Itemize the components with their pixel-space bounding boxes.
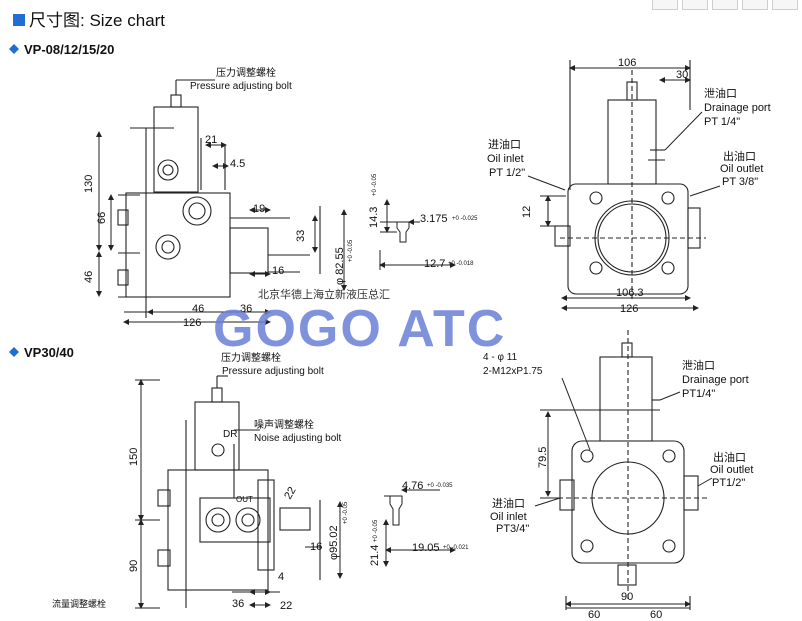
dim-46-bottom: 46 (192, 303, 204, 315)
dim-16: 16 (272, 265, 284, 277)
side-view-top (117, 79, 321, 323)
side-top-dim-arrows (96, 131, 347, 325)
dim-19: 19 (253, 203, 265, 215)
dim-90-side: 90 (128, 560, 140, 572)
dim-21: 21 (205, 134, 217, 146)
drain-cn-bottom: 泄油口 (682, 358, 715, 372)
noise-bolt-cn: 噪声调整螺栓 (254, 418, 314, 431)
out-label: OUT (236, 495, 253, 504)
outlet-en-top: Oil outlet (720, 163, 763, 175)
dim-60-left: 60 (588, 609, 600, 621)
dim-79-5: 79.5 (537, 447, 549, 468)
dim-60-right: 60 (650, 609, 662, 621)
key-dim-12-7: 12.7 (424, 258, 445, 270)
diamond-bullet-icon-2 (9, 347, 19, 357)
diamond-bullet-icon (9, 44, 19, 54)
key-dim-4-76: 4.76 (402, 480, 423, 492)
dim-22-bottom: 22 (280, 600, 292, 612)
thread-label: 2-M12xP1.75 (483, 366, 543, 377)
dim-36-bottom: 36 (232, 598, 244, 610)
drain-pt-bottom: PT1/4" (682, 388, 715, 400)
key-dim-12-7-tol: +0 -0.018 (448, 261, 474, 267)
dim-36: 36 (240, 303, 252, 315)
toolbar-button-5[interactable] (772, 0, 798, 10)
noise-bolt-en: Noise adjusting bolt (254, 433, 341, 444)
adjust-bolt-top (170, 94, 182, 108)
dim-30: 30 (676, 69, 688, 81)
dim-106: 106 (618, 57, 636, 69)
key-detail-top (379, 199, 456, 270)
toolbar-button-4[interactable] (742, 0, 768, 10)
dim-46: 46 (83, 271, 95, 283)
watermark-text: GOGO ATC (213, 300, 506, 358)
inlet-en-bottom: Oil inlet (490, 511, 527, 523)
dim-22-angle: 22 (282, 485, 299, 502)
dim-95-02: φ95.02 (328, 525, 340, 560)
drain-cn-top: 泄油口 (704, 86, 737, 100)
dim-12: 12 (521, 206, 533, 218)
dim-4-5: 4.5 (230, 158, 245, 170)
flow-bolt-cn: 流量调整螺栓 (52, 598, 106, 609)
title-square-icon (13, 14, 25, 26)
outlet-cn-bottom: 出油口 (713, 450, 746, 464)
key-dim-19-05: 19.05 (412, 542, 440, 554)
outlet-pt-bottom: PT1/2" (712, 477, 745, 489)
key-dim-21-4-tol: +0 -0.05 (373, 519, 379, 542)
outlet-pt-top: PT 3/8" (722, 176, 758, 188)
key-dim-3-175-tol: +0 -0.025 (452, 216, 478, 222)
key-dim-21-4: 21.4 (369, 545, 381, 566)
inlet-pt-bottom: PT3/4" (496, 523, 529, 535)
dim-130: 130 (83, 175, 95, 193)
side-bottom-dim-arrows (138, 379, 343, 609)
front-top-dim-arrows (527, 65, 721, 311)
dim-126-front: 126 (620, 303, 638, 315)
pressure-bolt-cn-top: 压力调整螺栓 (216, 66, 276, 79)
dim-82-55: φ 82.55 (334, 247, 346, 285)
inlet-cn-bottom: 进油口 (492, 496, 525, 510)
key-dim-14-3: 14.3 (368, 207, 380, 228)
dim-90-front: 90 (621, 591, 633, 603)
inlet-pt-top: PT 1/2" (489, 167, 525, 179)
dim-82-55-tol: +0 -0.05 (348, 239, 354, 262)
model-label-bottom: VP30/40 (24, 345, 74, 360)
pressure-bolt-cn-bottom: 压力调整螺栓 (221, 351, 281, 364)
pressure-bolt-en-bottom: Pressure adjusting bolt (222, 366, 324, 377)
toolbar-button-3[interactable] (712, 0, 738, 10)
drain-en-bottom: Drainage port (682, 374, 749, 386)
browser-toolbar (652, 0, 798, 12)
outlet-en-bottom: Oil outlet (710, 464, 753, 476)
pressure-bolt-en-top: Pressure adjusting bolt (190, 81, 292, 92)
dr-label: DR (223, 429, 237, 440)
front-view-bottom (540, 330, 710, 610)
toolbar-button-2[interactable] (682, 0, 708, 10)
dim-126-side: 126 (183, 317, 201, 329)
outlet-cn-top: 出油口 (723, 149, 756, 163)
dim-95-02-tol: +0 -0.05 (343, 501, 349, 524)
page-title: 尺寸图: Size chart (29, 11, 165, 30)
key-detail-bottom (383, 487, 456, 567)
holes-label: 4 - φ 11 (483, 352, 518, 363)
dim-4: 4 (278, 571, 284, 583)
drain-pt-top: PT 1/4" (704, 116, 740, 128)
toolbar-button-1[interactable] (652, 0, 678, 10)
model-label-top: VP-08/12/15/20 (24, 42, 114, 57)
key-dim-3-175: 3.175 (420, 213, 448, 225)
dim-16-bottom: 16 (310, 541, 322, 553)
inlet-en-top: Oil inlet (487, 153, 524, 165)
key-dim-14-3-tol: +0 -0.05 (372, 173, 378, 196)
dim-66: 66 (96, 212, 108, 224)
watermark-chinese: 北京华德上海立新液压总汇 (258, 287, 390, 301)
dim-150: 150 (128, 448, 140, 466)
inlet-cn-top: 进油口 (488, 137, 521, 151)
key-dim-19-05-tol: +0 -0.021 (443, 545, 469, 551)
dim-33: 33 (295, 230, 307, 242)
key-dim-4-76-tol: +0 -0.035 (427, 483, 453, 489)
front-view-top (540, 60, 706, 309)
drain-en-top: Drainage port (704, 102, 771, 114)
dim-106-3: 106.3 (616, 287, 644, 299)
front-bottom-dim-arrows (534, 377, 713, 607)
